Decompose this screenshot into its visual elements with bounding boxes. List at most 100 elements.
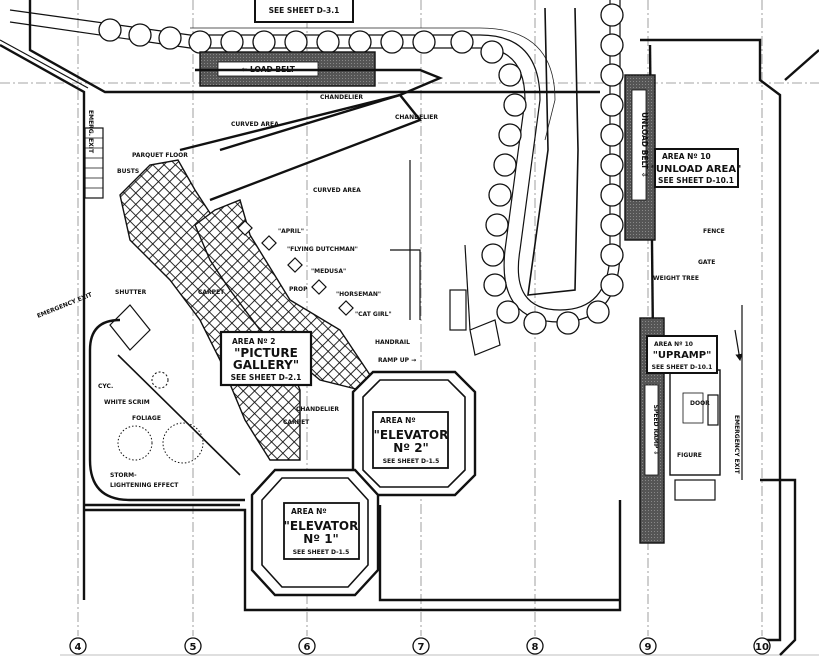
ride-car (600, 243, 624, 267)
area-number: AREA Nº 10 (654, 341, 693, 348)
grid-marker-7: 7 (412, 637, 430, 655)
ride-car (380, 30, 404, 54)
ride-car (600, 183, 624, 207)
ride-car (128, 23, 152, 47)
ride-car (483, 273, 507, 297)
ride-car (503, 93, 527, 117)
ride-car (523, 311, 547, 335)
ride-car (98, 18, 122, 42)
grid-marker-9: 9 (639, 637, 657, 655)
note-chandelier: CHANDELIER (320, 94, 363, 101)
grid-marker-label: 6 (304, 642, 311, 653)
stairs (84, 127, 716, 501)
ride-car (600, 93, 624, 117)
area-sheet-ref: SEE SHEET D-1.5 (293, 549, 350, 556)
note-horseman: "HORSEMAN" (336, 291, 381, 298)
note-chandelier-2: CHANDELIER (395, 114, 438, 121)
note-flying-dutchman: "FLYING DUTCHMAN" (287, 246, 358, 253)
unload-belt-label: UNLOAD BELT ⇩ (640, 112, 649, 178)
area-name: "PICTURE (234, 346, 298, 360)
note-cat-girl: "CAT GIRL" (355, 311, 392, 318)
grid-marker-label: 4 (75, 642, 82, 653)
grid-marker-4: 4 (69, 637, 87, 655)
grid-marker-label: 7 (418, 642, 425, 653)
note-curved-area-2: CURVED AREA (313, 187, 361, 194)
ride-car (220, 30, 244, 54)
ride-car (252, 30, 276, 54)
area-box-upramp: AREA Nº 10 "UPRAMP" SEE SHEET D-10.1 (646, 335, 718, 374)
note-emergency-exit-left: EMERGENCY EXIT (36, 291, 94, 320)
note-gate: GATE (698, 259, 715, 266)
ride-car (412, 30, 436, 54)
note-fence: FENCE (703, 228, 725, 235)
note-weight-tree: WEIGHT TREE (653, 275, 699, 282)
note-busts: BUSTS (117, 168, 139, 175)
ride-car (600, 273, 624, 297)
grid-marker-label: 5 (190, 642, 197, 653)
note-door: DOOR (690, 400, 710, 407)
area-box-picture-gallery: AREA Nº 2 "PICTURE GALLERY" SEE SHEET D-… (219, 330, 313, 387)
ride-car (496, 300, 520, 324)
note-carpet: CARPET (198, 289, 225, 296)
area-name: "ELEVATOR (284, 519, 359, 533)
ride-car (488, 183, 512, 207)
note-handrail: HANDRAIL (375, 339, 410, 346)
area-name: "UNLOAD AREA" (651, 164, 742, 175)
note-storm: STORM- (110, 472, 137, 479)
note-carpet-2: CARPET (283, 419, 310, 426)
note-foliage: FOLIAGE (132, 415, 161, 422)
area-sheet-ref: SEE SHEET D-1.5 (383, 458, 440, 465)
ride-car (485, 213, 509, 237)
grid-marker-5: 5 (184, 637, 202, 655)
top-sheet-reference: SEE SHEET D-3.1 (269, 6, 340, 15)
note-white-scrim: WHITE SCRIM (104, 399, 150, 406)
speed-ramp-label: SPEED RAMP ⇩ (652, 405, 659, 456)
area-name-2: GALLERY" (233, 358, 299, 372)
paintings (237, 220, 354, 316)
grid-marker-8: 8 (526, 637, 544, 655)
unload-belt: UNLOAD BELT ⇩ (624, 74, 656, 241)
area-name: "UPRAMP" (653, 350, 712, 361)
area-number: AREA Nº 10 (662, 152, 711, 161)
note-shutter: SHUTTER (115, 289, 147, 296)
area-sheet-ref: SEE SHEET D-10.1 (652, 364, 713, 371)
ride-car (348, 30, 372, 54)
note-ramp-up: RAMP UP → (378, 357, 416, 364)
note-chandelier-3: CHANDELIER (296, 406, 339, 413)
ride-car (481, 243, 505, 267)
ride-car (600, 153, 624, 177)
ride-car (586, 300, 610, 324)
note-cyc: CYC. (98, 383, 113, 390)
ride-car (284, 30, 308, 54)
ride-car (600, 213, 624, 237)
note-figure: FIGURE (677, 452, 702, 459)
note-prop: PROP (289, 286, 308, 293)
note-medusa: "MEDUSA" (311, 268, 346, 275)
ride-car (480, 40, 504, 64)
ride-cars (98, 3, 624, 335)
ride-car (316, 30, 340, 54)
note-emergency-exit-top: EMERG. EXIT (87, 110, 94, 154)
grid-marker-10: 10 (753, 637, 771, 655)
note-curved-area: CURVED AREA (231, 121, 279, 128)
area-number: AREA Nº (291, 507, 327, 516)
note-april: "APRIL" (278, 228, 304, 235)
ride-car (600, 63, 624, 87)
area-number: AREA Nº 2 (232, 337, 275, 346)
area-name: "ELEVATOR (374, 428, 449, 442)
ride-car (600, 3, 624, 27)
area-box-elevator-2: AREA Nº "ELEVATOR Nº 2" SEE SHEET D-1.5 (372, 411, 449, 469)
ride-car (158, 26, 182, 50)
ride-track (9, 0, 621, 323)
area-name-2: Nº 2" (393, 441, 429, 455)
note-parquet-floor: PARQUET FLOOR (132, 152, 188, 159)
ride-car (600, 123, 624, 147)
top-reference-box: SEE SHEET D-3.1 (254, 0, 354, 23)
grid-markers: 4 5 6 7 8 9 10 (69, 637, 771, 655)
area-number: AREA Nº (380, 416, 416, 425)
storm-area (88, 318, 245, 502)
ride-car (450, 30, 474, 54)
area-sheet-ref: SEE SHEET D-2.1 (231, 373, 302, 382)
